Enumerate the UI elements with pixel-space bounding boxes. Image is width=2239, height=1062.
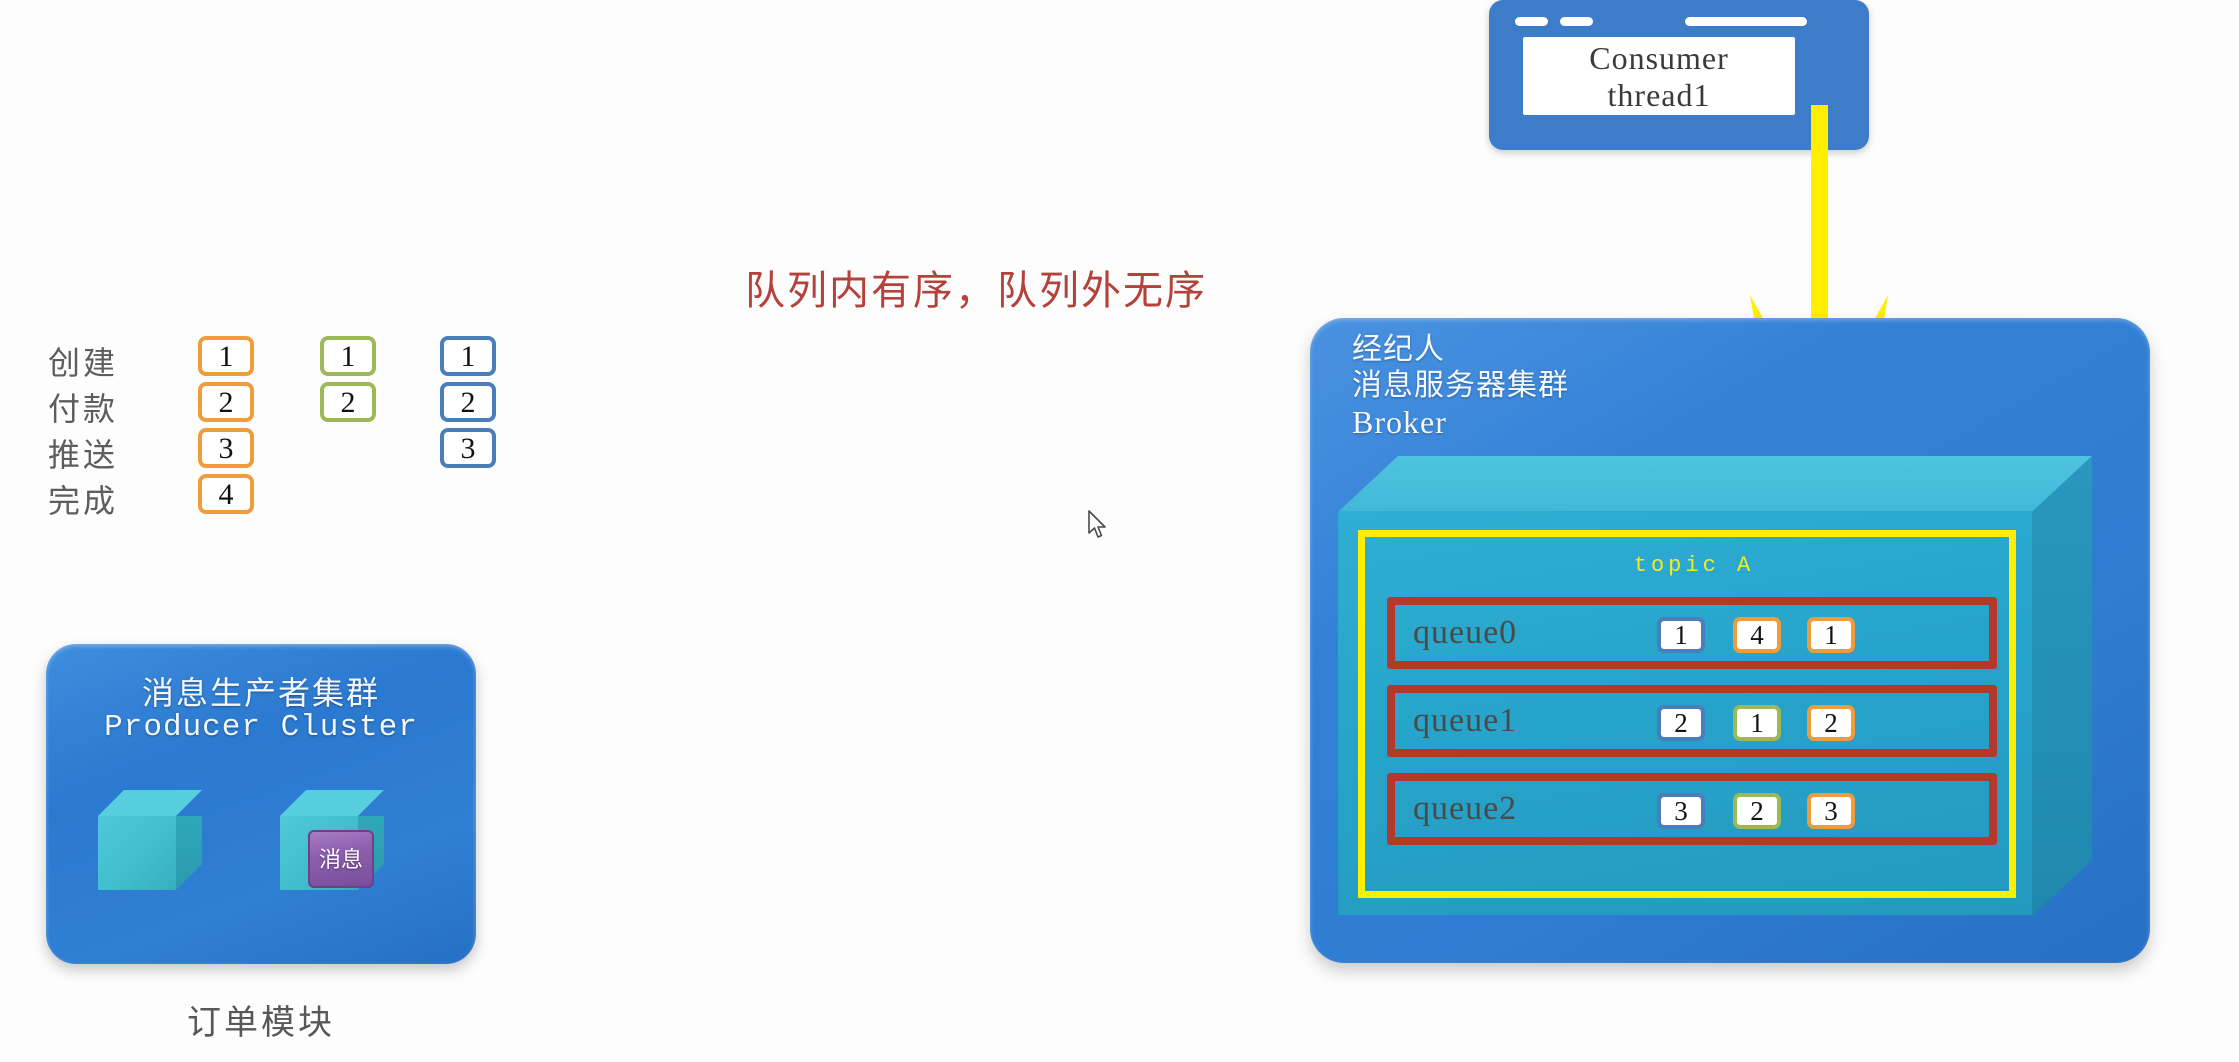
message-block: 消息 [308, 830, 374, 888]
queue-message: 2 [1657, 705, 1705, 741]
queue-message: 1 [1657, 617, 1705, 653]
producer-node-cube [98, 790, 202, 890]
cube-top-face [280, 790, 384, 816]
table-row: 推送 3 3 [40, 428, 496, 474]
order-cell: 2 [320, 382, 376, 422]
server-block-side-face [2032, 456, 2092, 916]
queue-message: 1 [1807, 617, 1855, 653]
order-row-label: 推送 [48, 437, 119, 473]
page-title: 队列内有序，队列外无序 [745, 269, 1207, 313]
queue-message: 2 [1733, 793, 1781, 829]
topic-label: topic A [1633, 553, 1755, 578]
queue-name: queue1 [1413, 702, 1518, 739]
queue-row: queue0 1 4 1 [1387, 597, 1997, 669]
table-row: 完成 4 [40, 474, 470, 520]
order-cell: 2 [440, 382, 496, 422]
order-state-table: 创建 1 1 1 付款 2 2 2 推送 3 3 完成 4 [40, 336, 496, 606]
queue-message: 2 [1807, 705, 1855, 741]
producer-caption: 订单模块 [187, 1004, 335, 1042]
consumer-label-line1: Consumer [1589, 40, 1729, 76]
server-block-top-face [1338, 456, 2092, 512]
table-row: 创建 1 1 1 [40, 336, 496, 382]
order-row-label: 完成 [48, 483, 119, 519]
consumer-screen: Consumer thread1 [1523, 37, 1795, 115]
consumer-label-line2: thread1 [1607, 77, 1711, 113]
order-cell: 4 [198, 474, 254, 514]
queue-row: queue1 2 1 2 [1387, 685, 1997, 757]
window-dash-icon [1560, 17, 1593, 26]
producer-title-en: Producer Cluster [104, 710, 418, 745]
topic-frame: topic A queue0 1 4 1 queue1 2 1 2 queue2… [1358, 530, 2016, 898]
order-cell: 3 [440, 428, 496, 468]
window-bar-icon [1685, 17, 1807, 26]
queue-message: 3 [1657, 793, 1705, 829]
order-cell: 2 [198, 382, 254, 422]
broker-title-cn: 经纪人 消息服务器集群 [1352, 333, 1569, 402]
order-cell: 1 [320, 336, 376, 376]
queue-row: queue2 3 2 3 [1387, 773, 1997, 845]
producer-cluster-panel: 消息生产者集群 Producer Cluster 消息 [46, 644, 476, 964]
order-row-label: 付款 [48, 391, 119, 427]
cube-front-face [98, 816, 176, 890]
order-row-label: 创建 [48, 345, 119, 381]
cube-top-face [98, 790, 202, 816]
broker-panel: 经纪人 消息服务器集群 Broker topic A queue0 1 4 1 … [1310, 318, 2150, 963]
mouse-cursor-icon [1088, 510, 1106, 538]
order-cell: 1 [198, 336, 254, 376]
order-cell: 1 [440, 336, 496, 376]
queue-name: queue2 [1413, 790, 1518, 827]
order-cell: 3 [198, 428, 254, 468]
window-dash-icon [1515, 17, 1548, 26]
consumer-thread-window: Consumer thread1 [1489, 0, 1869, 150]
queue-message: 4 [1733, 617, 1781, 653]
queue-message: 3 [1807, 793, 1855, 829]
broker-title-en: Broker [1352, 404, 1447, 440]
producer-title-cn: 消息生产者集群 [141, 675, 380, 711]
table-row: 付款 2 2 2 [40, 382, 496, 428]
cube-side-face [176, 816, 202, 890]
queue-message: 1 [1733, 705, 1781, 741]
queue-name: queue0 [1413, 614, 1518, 651]
